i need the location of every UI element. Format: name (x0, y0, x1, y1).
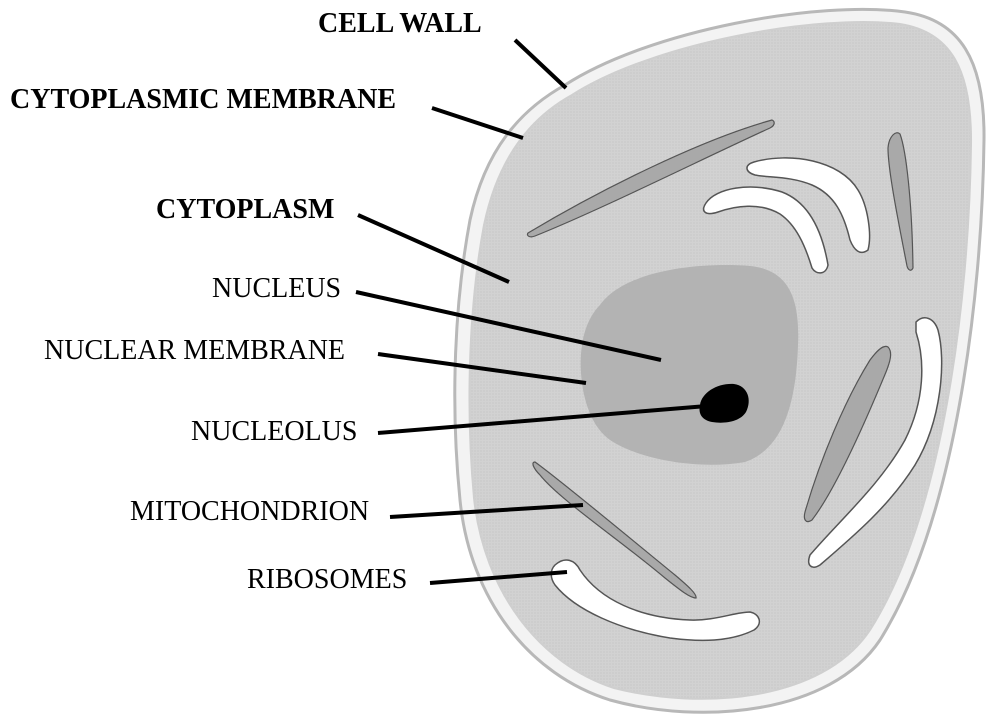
leader-cytoplasmic-membrane (432, 108, 523, 138)
label-cytoplasm: CYTOPLASM (156, 194, 334, 225)
label-mitochondrion: MITOCHONDRION (130, 496, 369, 527)
label-cell-wall: CELL WALL (318, 8, 482, 39)
label-cytoplasmic-membrane: CYTOPLASMIC MEMBRANE (10, 84, 396, 115)
leader-cell-wall (515, 40, 566, 88)
label-nuclear-membrane: NUCLEAR MEMBRANE (44, 335, 345, 366)
label-nucleolus: NUCLEOLUS (191, 416, 357, 447)
label-nucleus: NUCLEUS (212, 273, 341, 304)
nucleus (581, 265, 799, 465)
label-ribosomes: RIBOSOMES (247, 564, 407, 595)
